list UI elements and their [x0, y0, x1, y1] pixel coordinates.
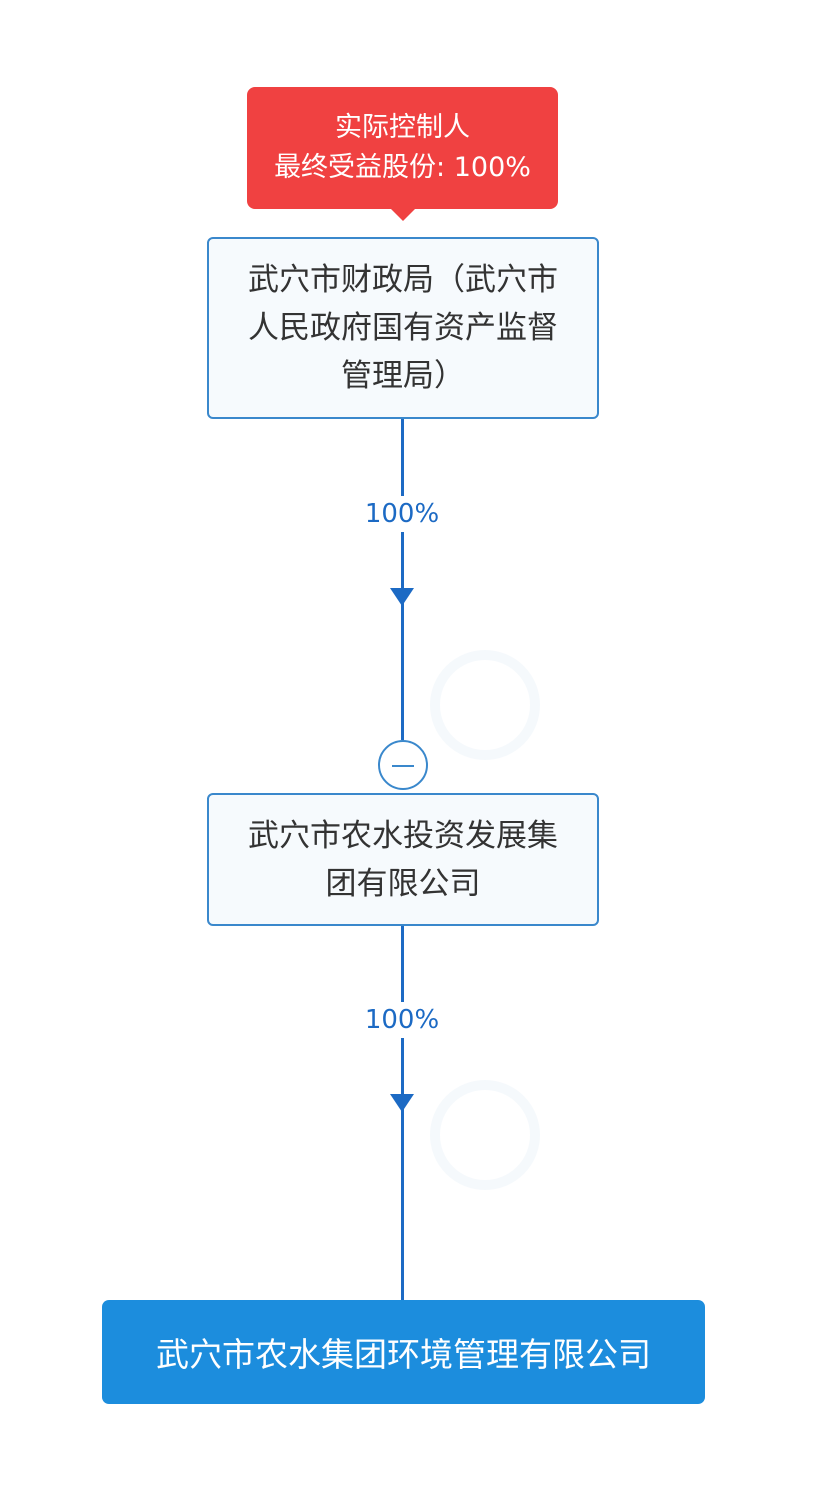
actual-controller-badge: 实际控制人 最终受益股份: 100%	[247, 87, 558, 209]
watermark-logo	[430, 650, 540, 760]
edge-line-2	[401, 926, 404, 1300]
edge-percent-1: 100%	[352, 496, 452, 532]
node-label: 武穴市农水投资发展集团有限公司	[248, 817, 558, 902]
target-company-label: 武穴市农水集团环境管理有限公司	[156, 1335, 651, 1374]
shareholder-node-finance-bureau[interactable]: 武穴市财政局（武穴市人民政府国有资产监督管理局）	[207, 237, 599, 419]
target-company-node[interactable]: 武穴市农水集团环境管理有限公司	[102, 1300, 705, 1404]
badge-beneficial-share: 最终受益股份: 100%	[274, 152, 531, 183]
watermark-logo	[430, 1080, 540, 1190]
edge-arrow-1	[390, 588, 414, 606]
node-label: 武穴市财政局（武穴市人民政府国有资产监督管理局）	[248, 262, 558, 394]
badge-pointer	[390, 208, 416, 221]
edge-line-1	[401, 419, 404, 740]
edge-arrow-2	[390, 1094, 414, 1112]
shareholder-node-investment-group[interactable]: 武穴市农水投资发展集团有限公司	[207, 793, 599, 926]
collapse-toggle-icon[interactable]	[378, 740, 428, 790]
badge-title: 实际控制人	[335, 112, 470, 143]
edge-percent-2: 100%	[352, 1002, 452, 1038]
